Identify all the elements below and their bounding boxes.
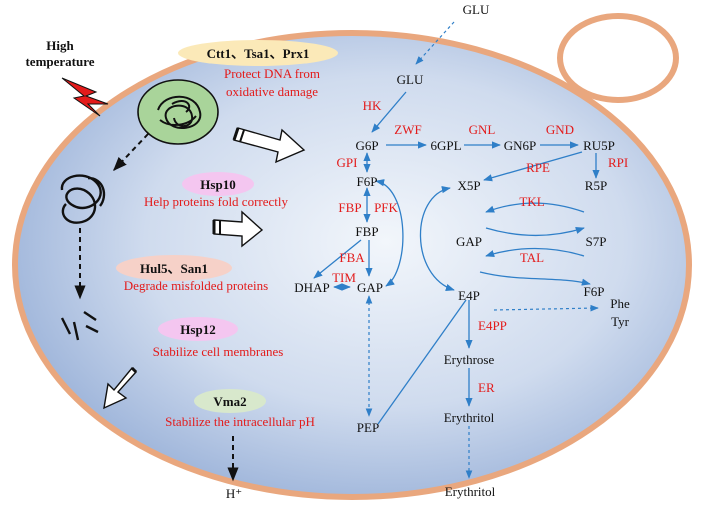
misfolded-protein-icon <box>60 174 106 224</box>
metabolite-f6p: F6P <box>357 174 378 189</box>
ctt-desc-line1: Protect DNA from <box>224 66 320 81</box>
metabolite-x5p: X5P <box>457 178 480 193</box>
metabolite-glu-outside: GLU <box>463 2 490 17</box>
enzyme-gpi: GPI <box>337 155 358 170</box>
metabolite-glu-inside: GLU <box>397 72 424 87</box>
hollow-arrow-dna <box>232 127 306 164</box>
hsp10-desc: Help proteins fold correctly <box>144 194 289 209</box>
metabolite-erythrose: Erythrose <box>444 352 495 367</box>
enzyme-tal: TAL <box>520 250 544 265</box>
hollow-arrow-protein <box>212 210 264 248</box>
metabolite-tyr: Tyr <box>611 314 630 329</box>
hsp12-desc: Stabilize cell membranes <box>153 344 284 359</box>
metabolite-s7p: S7P <box>586 234 607 249</box>
svg-text:Hul5、San1: Hul5、San1 <box>140 261 208 276</box>
pathway-arrows <box>313 21 600 479</box>
svg-text:Vma2: Vma2 <box>213 394 246 409</box>
enzyme-er: ER <box>478 380 495 395</box>
enzyme-rpi: RPI <box>608 155 628 170</box>
heat-title-line2: temperature <box>25 54 94 69</box>
metabolite-pep: PEP <box>357 420 379 435</box>
dna-tangle-icon <box>157 95 202 130</box>
pill-ctt1-tsa1-prx1: Ctt1、Tsa1、Prx1 <box>178 40 338 66</box>
enzyme-fba: FBA <box>339 250 365 265</box>
hul5-desc: Degrade misfolded proteins <box>124 278 268 293</box>
vma2-desc: Stabilize the intracellular pH <box>165 414 315 429</box>
metabolite-f6p-ppp: F6P <box>584 284 605 299</box>
metabolite-e4p: E4P <box>458 288 480 303</box>
svg-text:Hsp12: Hsp12 <box>180 322 215 337</box>
ctt-desc-line2: oxidative damage <box>226 84 318 99</box>
pill-hsp10: Hsp10 <box>182 172 254 196</box>
metabolite-ru5p: RU5P <box>583 138 615 153</box>
nucleus <box>137 79 219 145</box>
metabolite-erythritol-outside: Erythritol <box>445 484 496 499</box>
h-plus-label: H⁺ <box>226 486 242 501</box>
metabolite-fbp: FBP <box>355 224 378 239</box>
metabolite-gap-ppp: GAP <box>456 234 482 249</box>
enzyme-tim: TIM <box>332 270 356 285</box>
protein-fragments-icon <box>60 311 99 341</box>
pill-hsp12: Hsp12 <box>158 317 238 341</box>
enzyme-fbp: FBP <box>338 200 361 215</box>
lightning-icon <box>61 77 109 117</box>
enzyme-e4pp: E4PP <box>478 318 507 333</box>
pill-hul5-san1: Hul5、San1 <box>116 255 232 281</box>
metabolite-gn6p: GN6P <box>504 138 537 153</box>
metabolite-r5p: R5P <box>585 178 607 193</box>
enzyme-pfk: PFK <box>374 200 398 215</box>
svg-text:Ctt1、Tsa1、Prx1: Ctt1、Tsa1、Prx1 <box>207 46 310 61</box>
cell-membrane <box>12 30 692 500</box>
enzyme-tkl: TKL <box>519 194 544 209</box>
daughter-bud <box>557 13 679 103</box>
hollow-arrow-membrane <box>103 366 138 410</box>
svg-text:Hsp10: Hsp10 <box>200 177 235 192</box>
heat-title-line1: High <box>46 38 74 53</box>
metabolite-gap: GAP <box>357 280 383 295</box>
enzyme-zwf: ZWF <box>394 122 421 137</box>
enzyme-gnl: GNL <box>469 122 496 137</box>
metabolite-dhap: DHAP <box>294 280 329 295</box>
enzyme-rpe: RPE <box>526 160 550 175</box>
pill-vma2: Vma2 <box>194 389 266 413</box>
metabolite-phe: Phe <box>610 296 630 311</box>
metabolite-g6p: G6P <box>355 138 378 153</box>
enzyme-gnd: GND <box>546 122 574 137</box>
metabolite-6gpl: 6GPL <box>430 138 461 153</box>
enzyme-hk: HK <box>363 98 382 113</box>
metabolite-erythritol-inside: Erythritol <box>444 410 495 425</box>
